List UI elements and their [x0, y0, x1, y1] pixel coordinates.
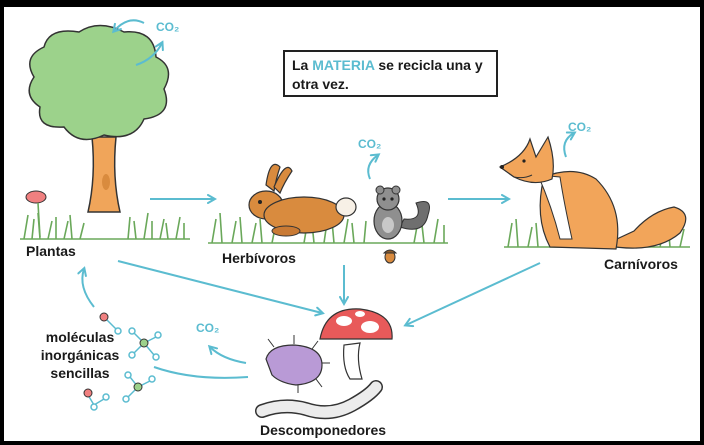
co2-label-herbivores: CO₂ [358, 137, 381, 151]
co2-arrow-herbivores [367, 155, 378, 180]
flow-arrows [82, 199, 541, 379]
ecosystem-diagram: CO₂ CO₂ [20, 19, 690, 438]
mushroom-icon [319, 308, 393, 380]
rabbit-icon [248, 163, 357, 237]
label-molecules-2: inorgánicas [41, 347, 120, 363]
bug-icon [265, 335, 330, 393]
arrow-decomposers-to-molecules [153, 366, 249, 379]
label-carnivores: Carnívoros [604, 256, 678, 272]
co2-arrow-decomposers [210, 347, 247, 364]
matter-note: La MATERIA se recicla una y otra vez. [283, 50, 498, 97]
label-molecules-3: sencillas [50, 365, 109, 381]
co2-arrow-in [114, 19, 145, 31]
arrow-molecules-to-plants [82, 269, 95, 308]
note-text-after: se recicla una y otra vez. [292, 57, 483, 92]
grass-plants-icon [20, 212, 190, 240]
squirrel-icon [373, 185, 430, 240]
worm-icon [255, 380, 383, 420]
label-decomposers: Descomponedores [260, 422, 386, 438]
note-text-before: La [292, 57, 309, 73]
acorn-icon [382, 249, 398, 264]
co2-label-tree: CO₂ [156, 20, 179, 34]
flower-icon [25, 190, 47, 238]
label-herbivores: Herbívoros [222, 250, 296, 266]
arrow-plants-to-decomposers [117, 260, 322, 313]
label-molecules-1: moléculas [46, 329, 115, 345]
molecule-icon [83, 312, 162, 411]
co2-label-decomposers: CO₂ [196, 321, 219, 335]
co2-arrow-out [135, 43, 162, 66]
arrow-carnivores-to-decomposers [406, 262, 541, 325]
co2-label-carnivores: CO₂ [568, 120, 591, 134]
fox-icon [498, 135, 687, 250]
note-highlight: MATERIA [312, 57, 375, 73]
co2-arrow-carnivores [563, 133, 574, 158]
tree-icon [28, 24, 170, 213]
label-plants: Plantas [26, 243, 76, 259]
